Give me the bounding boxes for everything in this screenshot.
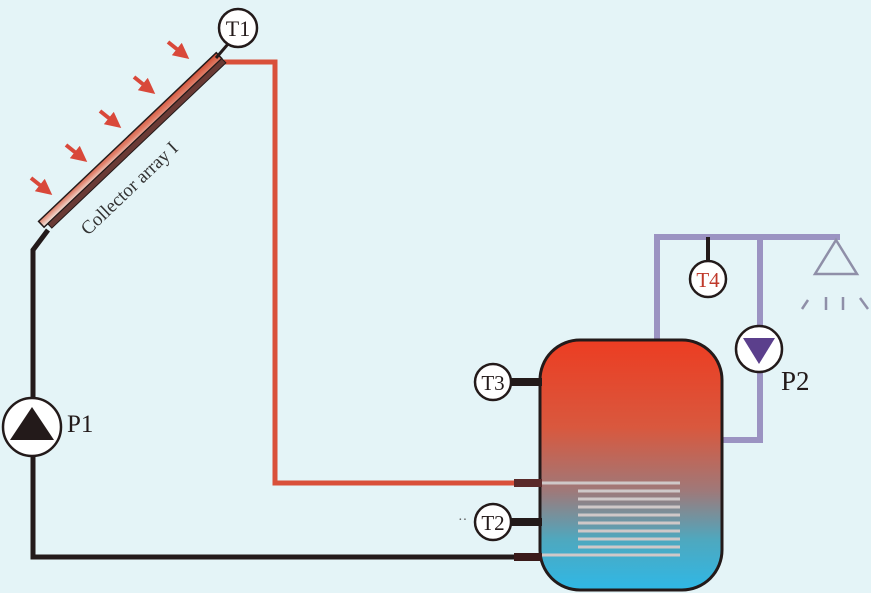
pump-up-triangle-icon — [10, 407, 54, 440]
sensor-t2: T2 ·· — [458, 502, 542, 542]
sun-arrow-icon — [29, 176, 53, 195]
sun-arrow-icon — [64, 143, 88, 162]
p2-label: P2 — [781, 366, 810, 396]
sensor-t3: T3 — [473, 362, 542, 402]
pump-p2: P2 — [734, 324, 810, 396]
sun-arrow-icon — [132, 75, 156, 94]
svg-text:T2: T2 — [481, 511, 504, 535]
sensor-t1: T1 — [217, 7, 259, 49]
sensor-t4: T4 — [688, 259, 728, 299]
svg-text:··: ·· — [458, 513, 467, 528]
shower-head-icon — [800, 237, 870, 310]
sun-arrow-icon — [98, 109, 122, 128]
pump-down-triangle-icon — [743, 338, 775, 364]
svg-text:T1: T1 — [226, 16, 250, 41]
svg-text:T4: T4 — [696, 268, 720, 292]
pump-p1: P1 — [1, 396, 93, 458]
svg-text:T3: T3 — [481, 371, 504, 395]
cold-return-pipe — [30, 228, 540, 560]
p1-label: P1 — [67, 411, 93, 438]
sunlight-arrows — [29, 40, 190, 195]
sun-arrow-icon — [166, 40, 190, 59]
storage-tank — [514, 338, 724, 592]
heat-exchanger-coil — [540, 481, 680, 557]
hot-flow-pipe — [216, 59, 540, 486]
collector-array: Collector array I — [37, 43, 230, 240]
hot-water-pipe — [654, 234, 840, 443]
